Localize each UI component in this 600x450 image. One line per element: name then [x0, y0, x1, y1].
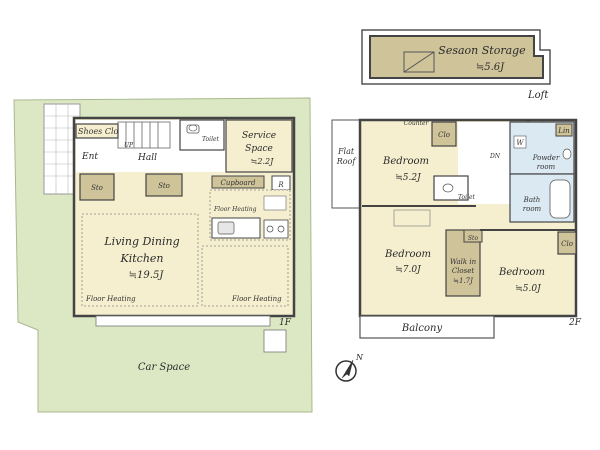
closet-top-label: Clo — [438, 131, 450, 139]
walk-in-closet-label-2: Closet — [452, 267, 475, 275]
washer-space — [513, 135, 527, 149]
toilet-1f-room — [179, 119, 225, 151]
bedroom-top-area: ≒5.2J — [395, 173, 422, 183]
toilet-2f-label: Toilet — [458, 194, 476, 201]
storage-1f-mid-label: Sto — [158, 182, 170, 190]
toilet-1f-label: Toilet — [202, 136, 220, 143]
outdoor-step — [263, 329, 287, 353]
entrance-label: Ent — [81, 152, 98, 162]
balcony — [359, 315, 495, 339]
balcony-label: Balcony — [401, 323, 443, 334]
flat-roof-label-2: Roof — [336, 157, 358, 166]
compass-north-label: N — [355, 353, 364, 362]
second-floor-label: 2F — [568, 318, 582, 328]
closet-top — [431, 121, 457, 147]
toilet-2f-room — [433, 175, 469, 201]
loft-hatch-diagonal — [403, 51, 435, 73]
season-storage-area: ≒5.6J — [476, 62, 505, 73]
toilet-2f-fixture — [442, 183, 454, 193]
floor-heating-right-label: Floor Heating — [231, 295, 282, 303]
shoes-closet-label: Shoes Clo — [78, 127, 119, 136]
bedroom-right-label: Bedroom — [498, 267, 545, 278]
refrigerator-label: R — [277, 181, 284, 189]
season-storage-label: Sesaon Storage — [438, 44, 526, 57]
second-floor-plan: Flat Roof Counter Counter Clo DN Bedroom… — [331, 118, 582, 339]
service-space-label-1: Service — [242, 131, 276, 141]
ldk-label-1: Living Dining — [103, 235, 179, 248]
toilet-1f-fixture — [186, 124, 200, 134]
closet-right-label: Clo — [561, 240, 573, 248]
stove-burner-right — [277, 225, 285, 233]
washbasin-icon — [562, 148, 572, 160]
counter-top-label: Counter — [404, 120, 430, 127]
bath-room-label-1: Bath — [523, 196, 541, 204]
service-space-room — [225, 119, 293, 173]
closet-right — [557, 231, 577, 255]
storage-1f-left-label: Sto — [91, 184, 103, 192]
loft-floor-label: Loft — [527, 90, 549, 101]
floor-heating-zone-right — [201, 245, 289, 307]
kitchen-appliance-box — [263, 195, 287, 211]
hall-label: Hall — [137, 153, 157, 163]
walk-in-closet-area: ≒1.7J — [453, 277, 474, 285]
season-storage-room — [369, 35, 544, 79]
storage-2f-label: Sto — [468, 235, 479, 242]
walk-in-closet-label-1: Walk in — [450, 258, 477, 266]
ldk-area: ≒19.5J — [129, 270, 165, 281]
cupboard-label: Cupboard — [220, 179, 256, 187]
first-floor-label: 1F — [279, 318, 292, 328]
ldk-label-2: Kitchen — [120, 252, 164, 265]
storage-1f-left — [79, 173, 115, 201]
bedroom-mid-area: ≒7.0J — [395, 265, 422, 275]
storage-2f — [463, 229, 483, 243]
compass-icon: N — [335, 353, 364, 382]
toilet-1f-seat — [188, 124, 198, 132]
storage-1f-mid — [145, 173, 183, 197]
sink-icon — [217, 221, 235, 235]
floor-heating-left-label: Floor Heating — [85, 295, 136, 303]
stove-icon — [263, 219, 289, 239]
powder-room-label-1: Powder — [532, 154, 560, 162]
loft-plan: Sesaon Storage ≒5.6J Loft — [361, 29, 551, 101]
service-space-label-2: Space — [245, 144, 273, 154]
shoes-closet — [75, 123, 119, 139]
kitchen-floor-heating-label: Floor Heating — [213, 206, 257, 213]
stairs-up-label: UP — [124, 142, 134, 149]
bedroom-mid-label: Bedroom — [384, 249, 431, 260]
bedroom-top-label: Bedroom — [382, 156, 429, 167]
bathtub-icon — [549, 179, 571, 219]
linen-closet — [555, 123, 573, 137]
flat-roof-label-1: Flat — [337, 147, 355, 156]
bedroom-right-area: ≒5.0J — [515, 284, 542, 294]
first-floor-plan: Shoes Clo Ent UP Hall Toilet Service Spa… — [13, 97, 313, 413]
car-space-label: Car Space — [138, 362, 190, 373]
stairs-down-label: DN — [489, 153, 501, 160]
service-space-area: ≒2.2J — [251, 157, 274, 166]
floor-heating-zone-left — [81, 213, 199, 307]
stove-burner-left — [266, 225, 274, 233]
bedroom-mid-skylight — [393, 209, 431, 227]
powder-room-label-2: room — [537, 163, 556, 171]
bath-room-label-2: room — [523, 205, 542, 213]
linen-closet-label: Lin — [557, 127, 570, 135]
washer-label: W — [516, 139, 524, 147]
loft-hatch — [403, 51, 435, 73]
cupboard — [211, 175, 265, 189]
terrace-1f — [95, 315, 271, 327]
